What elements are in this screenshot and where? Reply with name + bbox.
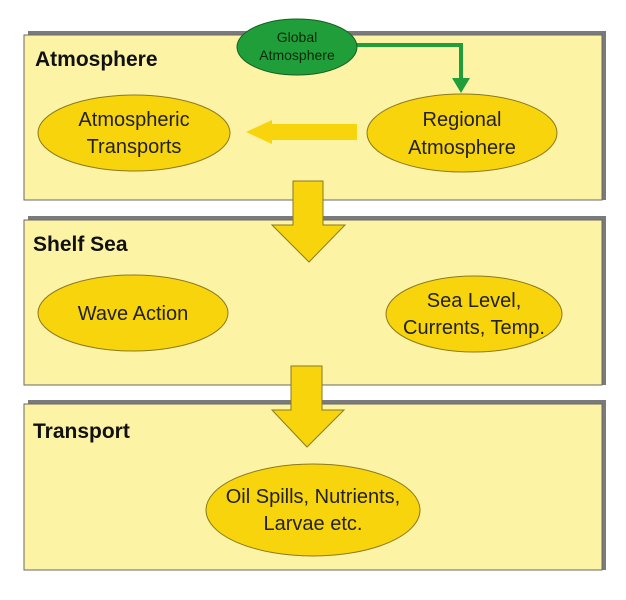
node-label: Larvae etc. bbox=[264, 513, 363, 535]
node-label: Global bbox=[277, 29, 317, 45]
node-label: Atmosphere bbox=[259, 47, 335, 63]
node-sea-level: Sea Level, Currents, Temp. bbox=[385, 275, 563, 353]
node-label: Atmosphere bbox=[408, 137, 516, 159]
node-label: Regional bbox=[423, 109, 502, 131]
green-arrowhead bbox=[452, 78, 470, 93]
node-atmospheric-transports: Atmospheric Transports bbox=[37, 94, 231, 172]
node-oil-spills: Oil Spills, Nutrients, Larvae etc. bbox=[205, 463, 421, 557]
node-label: Oil Spills, Nutrients, bbox=[226, 486, 401, 508]
node-regional-atmosphere: Regional Atmosphere bbox=[366, 93, 558, 173]
down-arrow-1 bbox=[270, 180, 347, 263]
down-arrow-2 bbox=[270, 365, 346, 448]
left-arrow bbox=[246, 120, 357, 144]
node-label: Sea Level, bbox=[427, 290, 522, 312]
panel-title: Shelf Sea bbox=[33, 233, 128, 256]
node-label: Atmospheric bbox=[78, 109, 189, 131]
node-label: Transports bbox=[87, 136, 182, 158]
green-connector bbox=[356, 43, 463, 80]
node-global-atmosphere: Global Atmosphere bbox=[236, 18, 358, 76]
node-label: Currents, Temp. bbox=[403, 317, 545, 339]
node-wave-action: Wave Action bbox=[37, 274, 229, 352]
node-label: Wave Action bbox=[78, 303, 188, 325]
panel-title: Transport bbox=[33, 420, 130, 443]
panel-title: Atmosphere bbox=[35, 48, 158, 71]
